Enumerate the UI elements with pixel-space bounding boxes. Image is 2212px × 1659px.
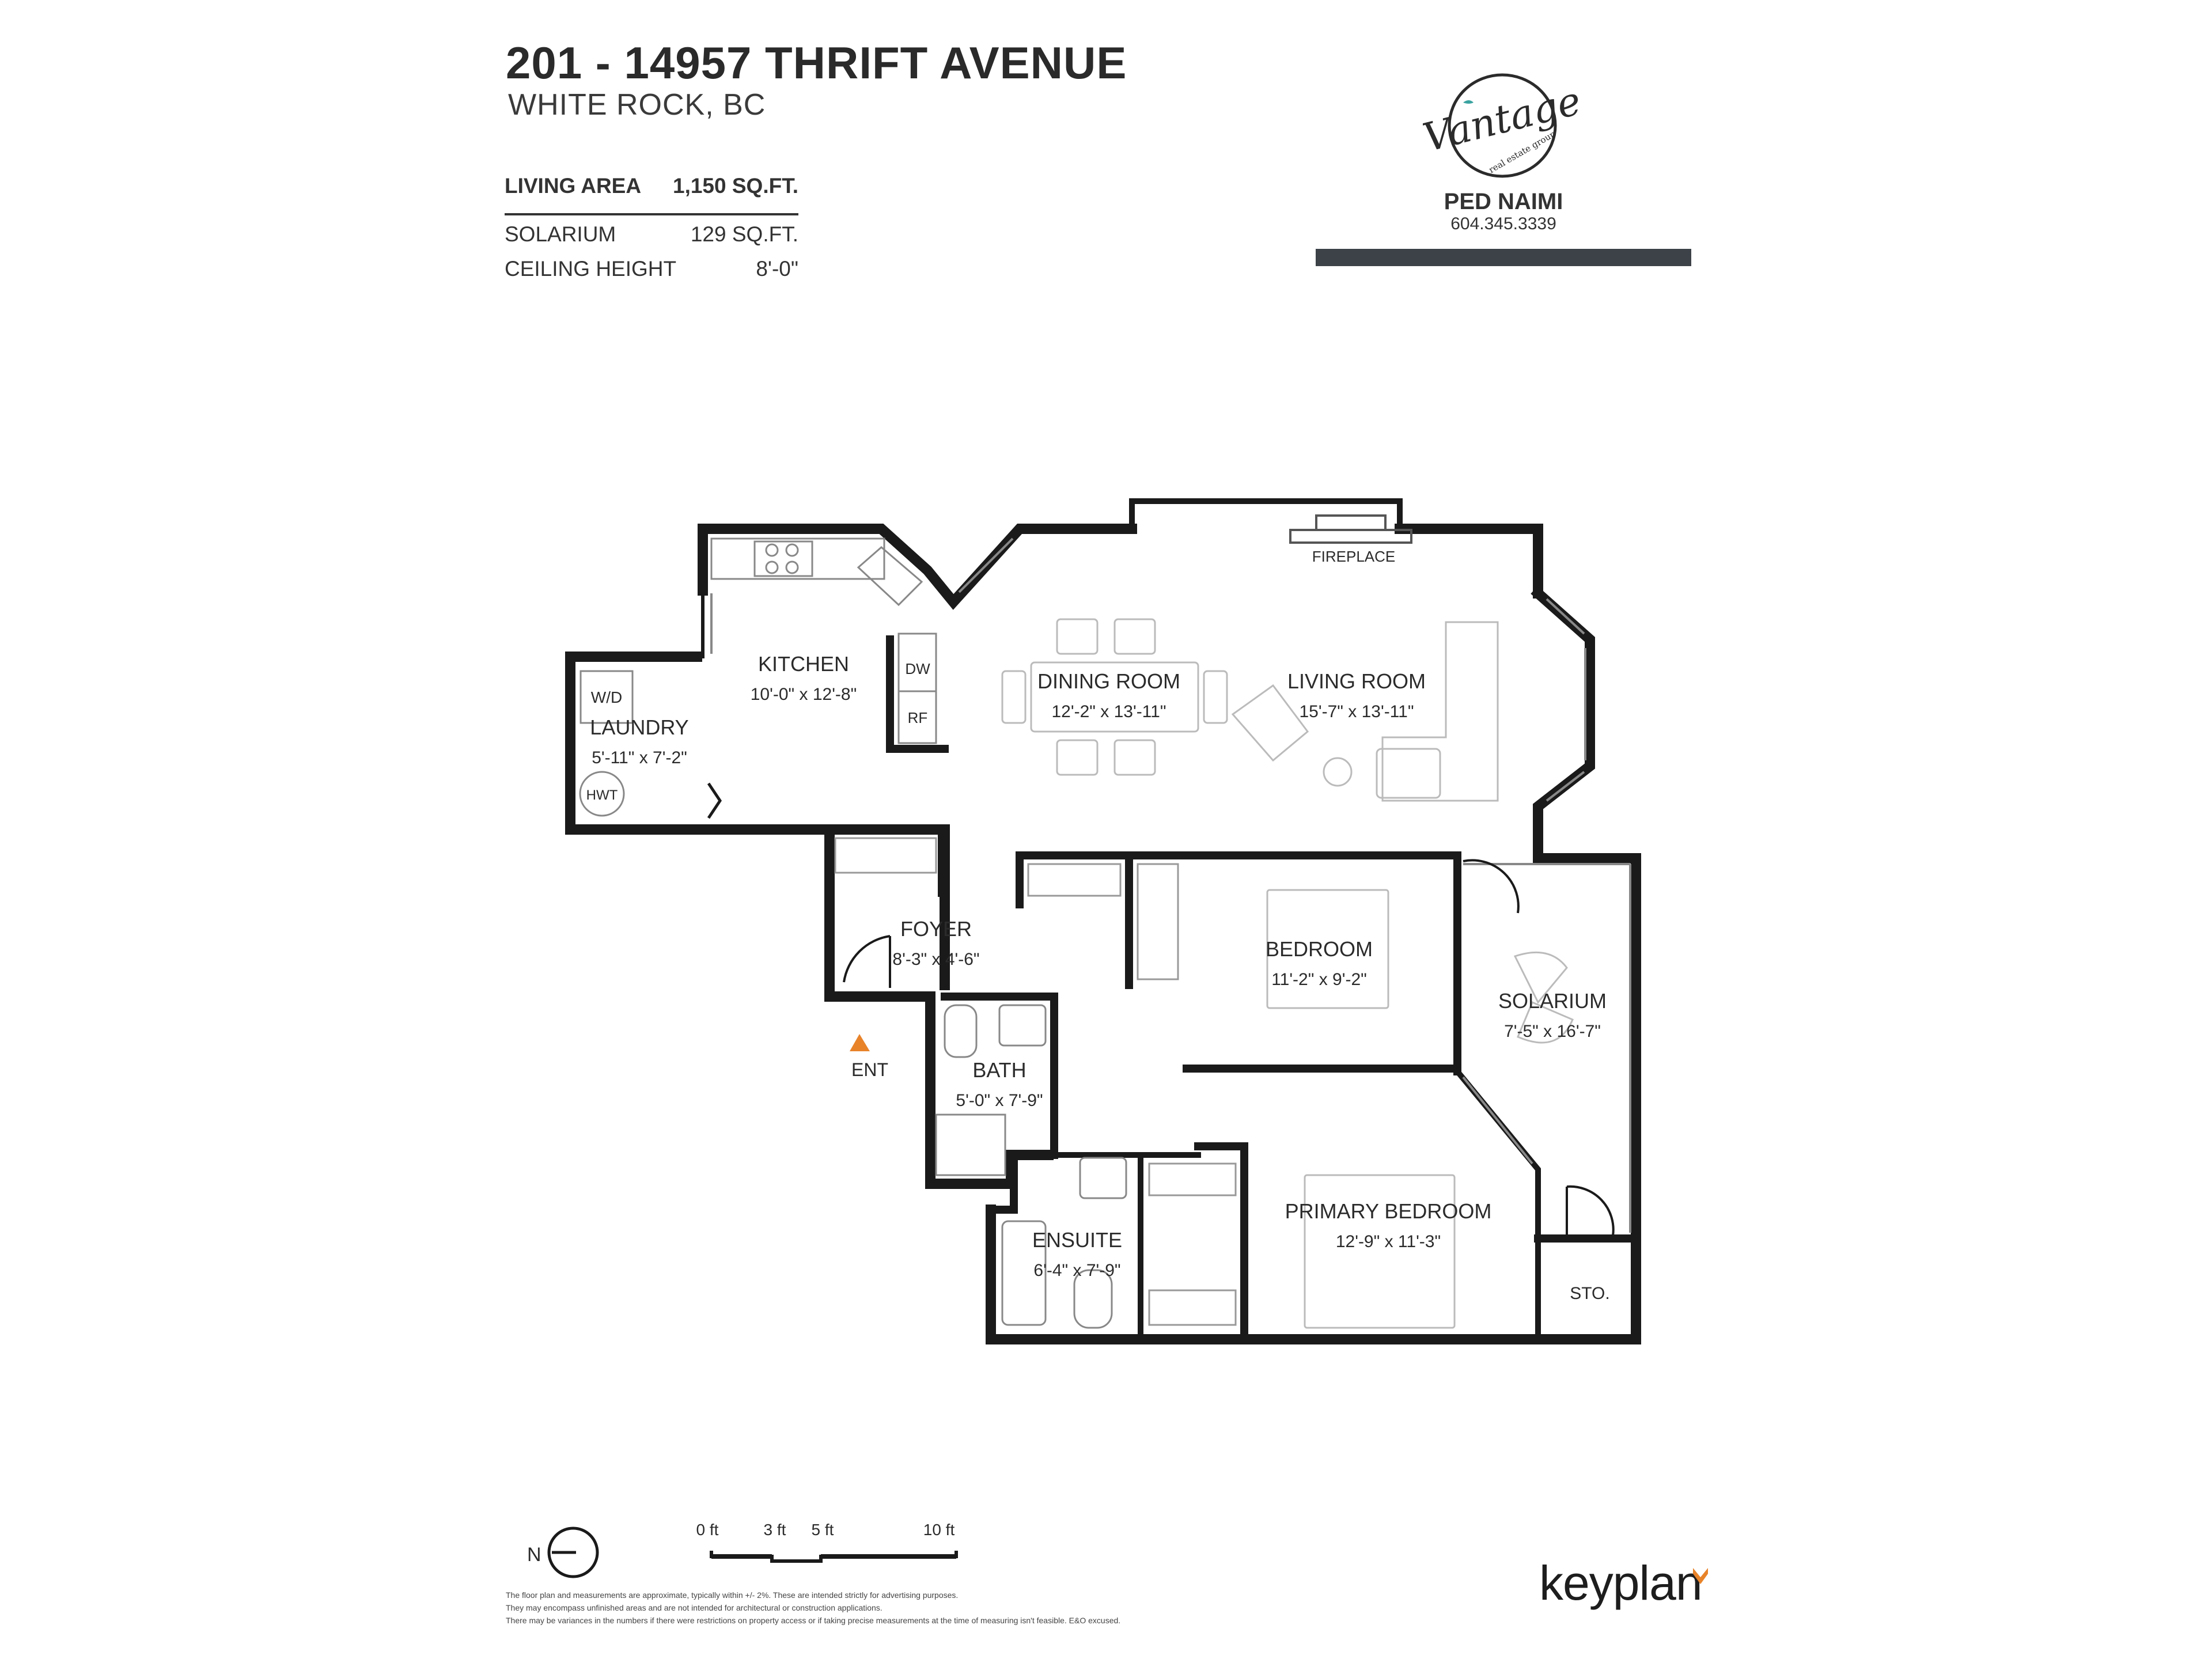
scale-10: 10 ft (923, 1521, 955, 1539)
sofa-icon (1231, 621, 1499, 802)
north-label: N (527, 1544, 541, 1566)
windows (710, 537, 1631, 1233)
bedroom-name: BEDROOM (1266, 937, 1373, 961)
ensuite-toilet-icon (1073, 1269, 1113, 1329)
scale-bar: 0 ft 3 ft 5 ft 10 ft (696, 1521, 958, 1563)
shower-icon (935, 1113, 1006, 1176)
dining-dims: 12'-2" x 13'-11" (1052, 702, 1166, 721)
keyplan-wordmark: keyplan (1539, 1556, 1703, 1610)
bath-fixtures (935, 1004, 1127, 1329)
side-table-icon (1323, 757, 1353, 787)
solarium-name: SOLARIUM (1498, 989, 1607, 1013)
keyplan-logo: keyplan (1539, 1555, 1703, 1611)
primary-bedroom-name: PRIMARY BEDROOM (1285, 1199, 1492, 1223)
solarium-chair-icon (1513, 951, 1568, 1004)
bath-sink-icon (998, 1004, 1047, 1047)
disclaimer: The floor plan and measurements are appr… (506, 1589, 1370, 1627)
foyer-dims: 8'-3" x 4'-6" (892, 950, 979, 969)
primary-bedroom-dims: 12'-9" x 11'-3" (1336, 1232, 1441, 1251)
property-city: WHITE ROCK, BC (508, 88, 766, 122)
disclaimer-line-3: There may be variances in the numbers if… (506, 1616, 1121, 1625)
hot-water-tank-label: HWT (586, 787, 618, 803)
brand-bar (1316, 249, 1691, 266)
laundry-name: LAUNDRY (590, 715, 688, 739)
laundry-dims: 5'-11" x 7'-2" (592, 748, 687, 767)
exterior-walls (565, 498, 1641, 1344)
bath-dims: 5'-0" x 7'-9" (956, 1091, 1043, 1110)
laundry-fixtures (579, 670, 722, 819)
keyplan-accent-icon (1693, 1568, 1708, 1584)
living-area-row: LIVING AREA 1,150 SQ.FT. (505, 174, 798, 209)
scale-5: 5 ft (812, 1521, 834, 1539)
scale-3: 3 ft (764, 1521, 786, 1539)
entry-label: ENT (851, 1059, 888, 1080)
kitchen-fixtures (710, 537, 937, 744)
fireplace-icon (1289, 514, 1412, 544)
ensuite-sink-icon (1079, 1157, 1127, 1199)
living-area-label: LIVING AREA (505, 174, 642, 198)
ceiling-height-value: 8'-0" (756, 257, 798, 281)
living-area-value: 1,150 SQ.FT. (673, 174, 798, 198)
ensuite-name: ENSUITE (1032, 1228, 1122, 1252)
property-address: 201 - 14957 THRIFT AVENUE (506, 37, 1127, 88)
entry-arrow-icon (850, 1034, 870, 1051)
living-dims: 15'-7" x 13'-11" (1300, 702, 1414, 721)
bedroom-dims: 11'-2" x 9'-2" (1271, 970, 1367, 989)
kitchen-name: KITCHEN (758, 652, 849, 676)
solarium-area-label: SOLARIUM (505, 222, 616, 246)
bed-icon (1266, 889, 1389, 1009)
agent-phone: 604.345.3339 (1450, 214, 1556, 233)
scale-0: 0 ft (696, 1521, 719, 1539)
agent-name: PED NAIMI (1444, 189, 1563, 214)
disclaimer-line-1: The floor plan and measurements are appr… (506, 1590, 959, 1600)
hot-water-tank-icon (579, 771, 625, 817)
foyer-name: FOYER (900, 917, 972, 941)
dishwasher-label: DW (905, 660, 930, 677)
sink-icon (857, 546, 923, 607)
dining-name: DINING ROOM (1037, 669, 1180, 693)
compass: N (527, 1527, 599, 1578)
ensuite-dims: 6'-4" x 7'-9" (1033, 1261, 1120, 1280)
bath-name: BATH (972, 1058, 1026, 1082)
fridge-label: RF (908, 709, 928, 726)
kitchen-dims: 10'-0" x 12'-8" (751, 685, 857, 704)
stove-icon (753, 540, 813, 577)
disclaimer-line-2: They may encompass unfinished areas and … (506, 1603, 882, 1612)
solarium-dims: 7'-5" x 16'-7" (1504, 1022, 1601, 1041)
area-stats: LIVING AREA 1,150 SQ.FT. SOLARIUM 129 SQ… (505, 174, 798, 291)
closets (834, 837, 1237, 1326)
ceiling-height-label: CEILING HEIGHT (505, 257, 677, 281)
ceiling-height-row: CEILING HEIGHT 8'-0" (505, 257, 798, 291)
bird-icon (1463, 100, 1474, 104)
storage-name: STO. (1570, 1284, 1609, 1303)
toilet-icon (944, 1004, 978, 1058)
solarium-area-value: 129 SQ.FT. (690, 222, 798, 246)
vantage-logo: Vantage real estate group (1423, 73, 1584, 178)
beds (1266, 889, 1574, 1329)
bathtub-icon (1001, 1220, 1047, 1326)
dining-table-icon (1001, 618, 1228, 776)
stats-divider (505, 213, 798, 215)
washer-dryer-icon (579, 670, 634, 724)
washer-dryer-label: W/D (591, 688, 622, 706)
fireplace-label: FIREPLACE (1312, 548, 1396, 565)
solarium-area-row: SOLARIUM 129 SQ.FT. (505, 222, 798, 257)
armchair-icon (1231, 684, 1309, 762)
living-name: LIVING ROOM (1287, 669, 1426, 693)
compass-icon (547, 1527, 599, 1578)
primary-bed-icon (1304, 1174, 1456, 1329)
door-swings (843, 859, 1615, 1236)
